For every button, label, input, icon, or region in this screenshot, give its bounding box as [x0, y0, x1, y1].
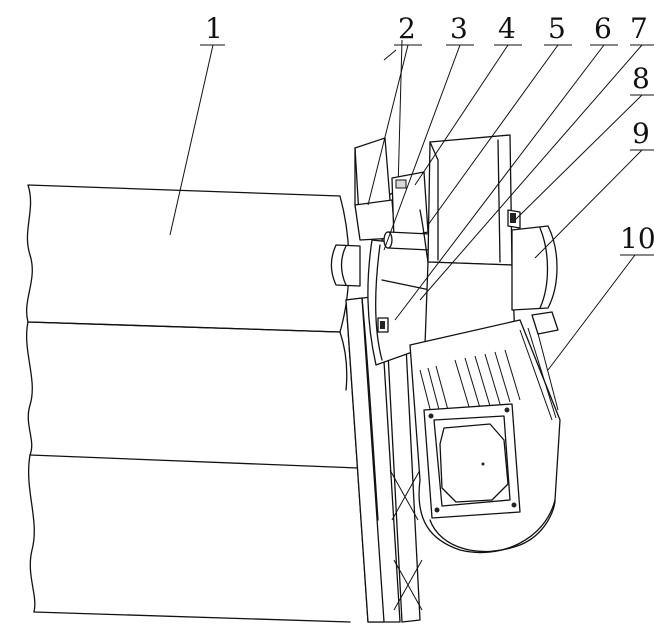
collar-ring: [507, 209, 521, 229]
gearbox-housing: [419, 134, 516, 359]
label-8: 8: [632, 62, 650, 95]
drive-shaft: [383, 231, 431, 251]
hex-nut: [377, 317, 389, 333]
bracket-block: [354, 137, 396, 241]
roller-shaft: [330, 244, 361, 287]
roller-drum: [26, 184, 359, 623]
label-3: 3: [450, 12, 468, 45]
terminal-box: [423, 403, 521, 519]
label-9: 9: [632, 117, 650, 150]
leader-lines: [169, 44, 654, 371]
label-4: 4: [498, 12, 516, 45]
label-6: 6: [594, 12, 612, 45]
label-2: 2: [398, 12, 416, 45]
label-10: 10: [620, 222, 654, 255]
sprocket-plate: [367, 171, 433, 366]
label-5: 5: [548, 12, 566, 45]
motor-cap: [511, 225, 558, 311]
label-7: 7: [630, 12, 648, 45]
label-1: 1: [205, 12, 223, 45]
